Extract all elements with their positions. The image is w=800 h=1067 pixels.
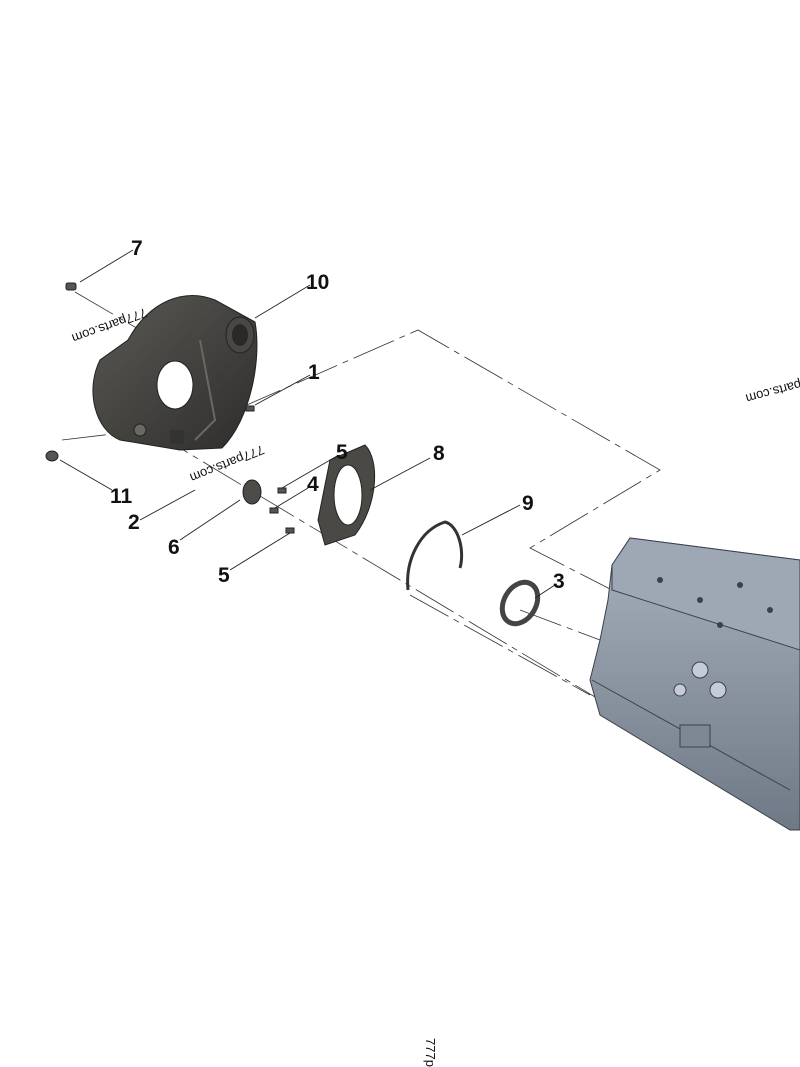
callout-5-lower: 5 [218, 564, 230, 587]
callout-4: 4 [307, 473, 319, 496]
watermark-4: 777pal [423, 1038, 438, 1067]
callout-labels: 7 10 1 5 8 4 11 9 2 6 5 3 [110, 237, 565, 593]
engine-block [589, 537, 800, 831]
callout-3: 3 [553, 570, 565, 593]
bolt-1 [245, 405, 255, 412]
bolt-4 [269, 507, 279, 514]
bolt-7 [65, 282, 77, 291]
seal-carrier [317, 444, 376, 546]
cover-plate-6 [242, 479, 262, 505]
callout-9: 9 [522, 492, 534, 515]
callout-2: 2 [128, 511, 140, 534]
assembly-phantom-lines [61, 291, 661, 701]
callout-1: 1 [308, 361, 320, 384]
callout-6: 6 [168, 536, 180, 559]
bolt-5-upper [277, 487, 287, 494]
callout-5-upper: 5 [336, 441, 348, 464]
bolt-5-lower [285, 527, 295, 534]
callout-11: 11 [110, 485, 133, 508]
callout-8: 8 [433, 442, 445, 465]
callout-7: 7 [131, 237, 143, 260]
leader-lines [59, 249, 556, 599]
bolt-11 [45, 450, 59, 462]
callout-10: 10 [306, 271, 329, 294]
watermark-3: parts.com [744, 377, 800, 406]
gasket [406, 520, 464, 591]
flywheel-housing [92, 295, 258, 451]
seal-ring [499, 579, 541, 627]
